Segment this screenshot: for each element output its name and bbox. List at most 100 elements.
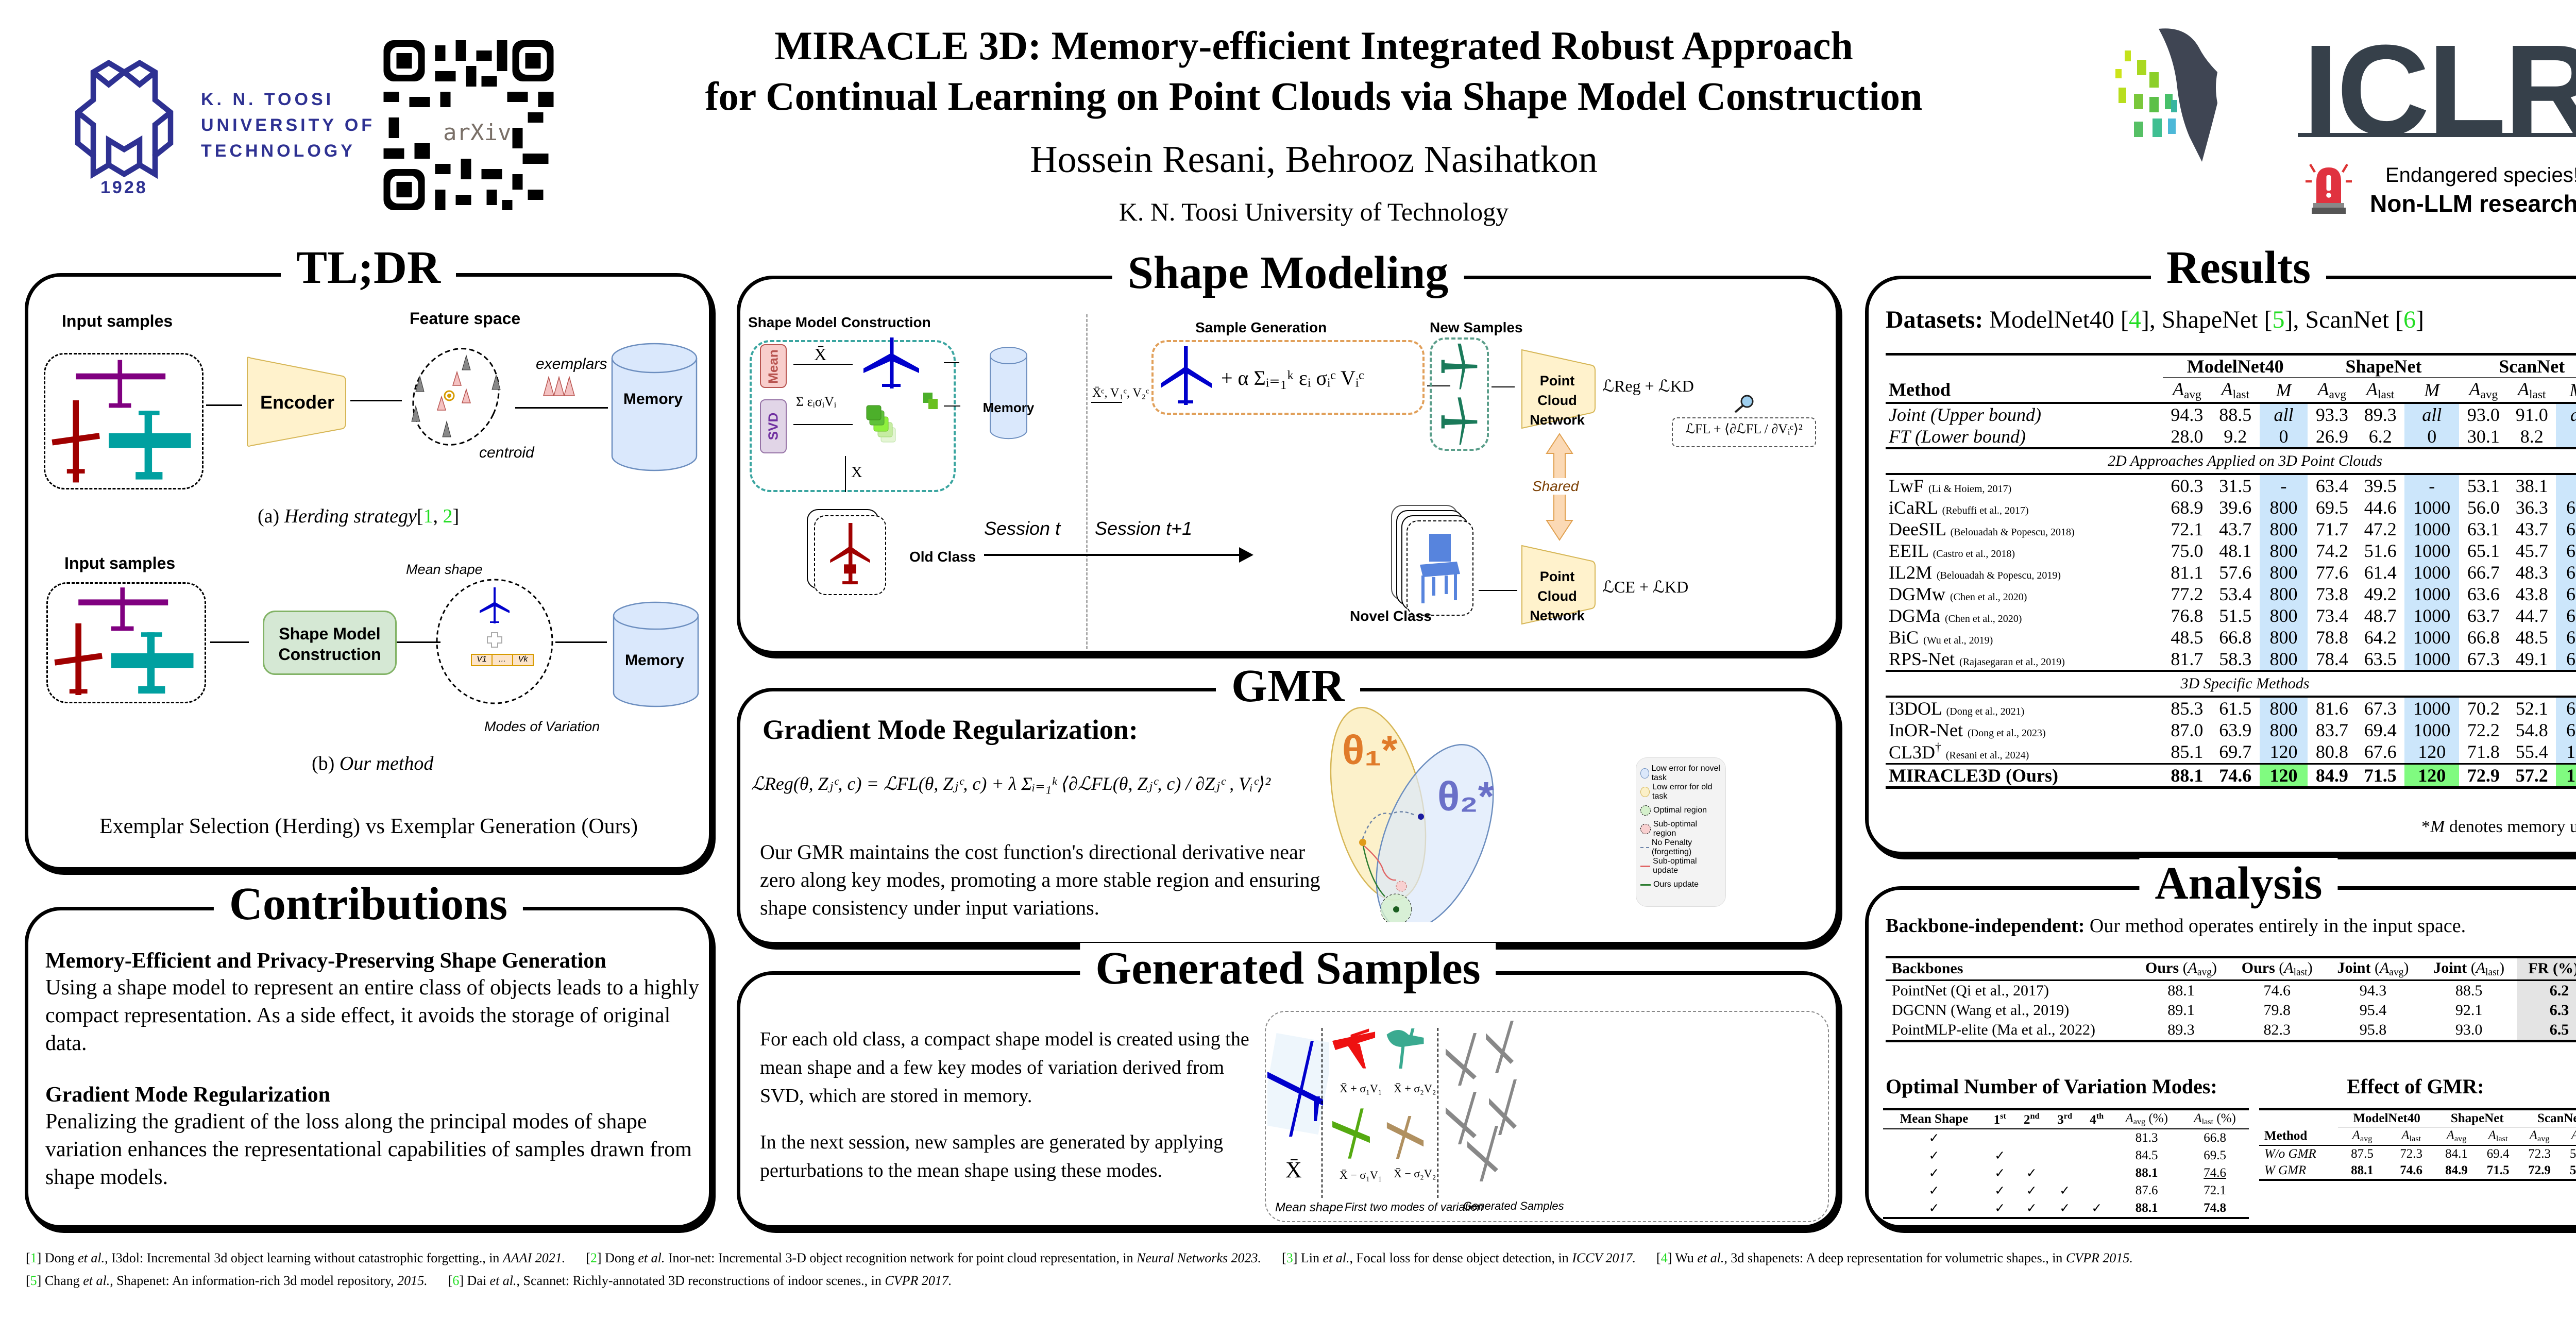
svd-block xyxy=(760,399,787,453)
ref-venue: 2015. xyxy=(397,1273,428,1288)
ref-authors: Dong xyxy=(44,1250,75,1265)
ref-authors: Chang xyxy=(44,1273,80,1288)
iclr-logo-text: ICLR xyxy=(2303,18,2576,162)
analysis-panel xyxy=(1865,886,2576,1229)
value-cell: 57.2 xyxy=(2515,765,2548,786)
value-cell: 71.5 xyxy=(2364,765,2397,786)
value-cell: 72.2 xyxy=(2467,719,2500,740)
ref-number[interactable]: 6 xyxy=(452,1273,460,1288)
method-cell: DeeSIL (Belouadah & Popescu, 2018) xyxy=(1886,518,2163,540)
value-cell: 82.3 xyxy=(2263,1021,2291,1038)
value-cell: 67.3 xyxy=(2364,698,2397,719)
value-cell: 1000 xyxy=(2404,626,2460,648)
ref-number[interactable]: 4 xyxy=(1660,1250,1668,1265)
airplane-samples-icon xyxy=(52,360,191,483)
ref-link[interactable]: 4 xyxy=(2128,306,2141,333)
affiliation: K. N. Toosi University of Technology xyxy=(1118,197,1509,226)
value-cell: 67.3 xyxy=(2467,648,2500,669)
ref-link[interactable]: 1 xyxy=(423,505,433,527)
value-cell: 120 xyxy=(2556,740,2576,764)
ref-link[interactable]: 6 xyxy=(2403,306,2416,333)
herding-input-box xyxy=(44,353,204,489)
ref-etal: et al. xyxy=(1323,1250,1350,1265)
method-cell: Joint (Upper bound) xyxy=(1886,403,2163,426)
value-cell: 1000 xyxy=(2404,496,2460,518)
shape-modeling-title: Shape Modeling xyxy=(1112,247,1464,299)
ref-authors: Dong xyxy=(605,1250,635,1265)
gmr-description: Our GMR maintains the cost function's di… xyxy=(760,840,1320,919)
avg-cell: 88.1 xyxy=(2135,1200,2158,1215)
method-citation: (Wu et al., 2019) xyxy=(1923,634,1993,646)
ref-number[interactable]: 2 xyxy=(590,1250,597,1265)
check-icon: ✓ xyxy=(1928,1166,1940,1180)
encoder-shape xyxy=(247,357,346,447)
value-cell: 88.1 xyxy=(2171,765,2204,786)
ref-number[interactable]: 1 xyxy=(30,1250,37,1265)
value-cell: 600 xyxy=(2556,626,2576,648)
value-cell: 44.7 xyxy=(2515,605,2548,626)
value-cell: 81.7 xyxy=(2171,648,2204,669)
method-name: DeeSIL xyxy=(1889,518,1946,539)
sub-col: M xyxy=(2424,379,2440,400)
contributions-panel xyxy=(25,907,713,1229)
ref-authors: Lin xyxy=(1300,1250,1319,1265)
mean-shape-airplane-icon xyxy=(1267,1033,1329,1137)
value-cell: 6.5 xyxy=(2516,1020,2576,1041)
modes-header: 1st xyxy=(1985,1109,2014,1129)
value-cell: 57.2 xyxy=(2569,1163,2576,1178)
loss-top: ℒReg + ℒKD xyxy=(1602,377,1694,395)
encoder-label: Encoder xyxy=(260,392,335,413)
bb-header: Ours (Aavg) xyxy=(2145,959,2217,978)
dataset-group-header: ScanNet xyxy=(2459,354,2576,378)
ref-number[interactable]: 5 xyxy=(30,1273,37,1288)
value-cell: 66.7 xyxy=(2467,562,2500,583)
section-3d-label: 3D Specific Methods xyxy=(2180,674,2310,692)
empty-cell xyxy=(2048,1129,2081,1147)
value-cell: 43.8 xyxy=(2515,583,2548,604)
legend-dashed-arrow-icon xyxy=(1640,847,1649,848)
legend-label: Ours update xyxy=(1653,880,1699,889)
check-icon: ✓ xyxy=(1928,1183,1940,1198)
value-cell: 800 xyxy=(2259,696,2308,719)
ref-link[interactable]: 2 xyxy=(443,505,453,527)
session-t-label: Session t xyxy=(984,518,1061,539)
value-cell: 72.1 xyxy=(2171,518,2204,539)
empty-cell xyxy=(2081,1147,2112,1164)
arrow-right xyxy=(210,641,249,643)
ref-number[interactable]: 3 xyxy=(1286,1250,1293,1265)
value-cell: 31.5 xyxy=(2219,475,2252,496)
value-cell: 74.2 xyxy=(2315,540,2348,561)
method-citation: (Dong et al., 2023) xyxy=(1967,727,2046,739)
caption-mean-shape: Mean shape xyxy=(1275,1200,1344,1214)
legend-dashed-circle-icon xyxy=(1640,805,1651,816)
theta1-label: θ₁* xyxy=(1342,727,1398,773)
value-cell: 94.3 xyxy=(2171,404,2204,425)
value-cell: 1000 xyxy=(2404,648,2460,671)
contribution-list: Memory-Efficient and Privacy-Preserving … xyxy=(45,948,700,1191)
qr-arxiv-label: arXiv xyxy=(443,120,512,146)
avg-cell: 81.3 xyxy=(2135,1130,2158,1145)
method-name: RPS-Net xyxy=(1889,648,1955,669)
empty-cell xyxy=(2048,1147,2081,1164)
legend-item: Sub-optimal region xyxy=(1640,820,1721,838)
dataset-group-header: ModelNet40 xyxy=(2162,354,2308,378)
check-icon: ✓ xyxy=(1994,1201,2006,1215)
old-class-stack xyxy=(814,515,886,595)
sub-col: Alast xyxy=(2221,379,2249,401)
pct: (%) xyxy=(2148,1111,2168,1126)
value-cell: 61.5 xyxy=(2219,698,2252,719)
ref-link[interactable]: 5 xyxy=(2272,306,2285,333)
ref-etal: et al. xyxy=(638,1250,665,1265)
qr-code-icon[interactable] xyxy=(382,40,555,210)
mode-minus1-airplane-icon xyxy=(1332,1108,1370,1159)
bb-header-text: Joint xyxy=(2433,959,2467,976)
modes-stack-icon xyxy=(866,405,896,443)
legend-label: Low error for old task xyxy=(1652,783,1713,801)
backbone-name: DGCNN (Wang et al., 2019) xyxy=(1892,1001,2070,1019)
sub-col: M* xyxy=(2556,378,2576,403)
